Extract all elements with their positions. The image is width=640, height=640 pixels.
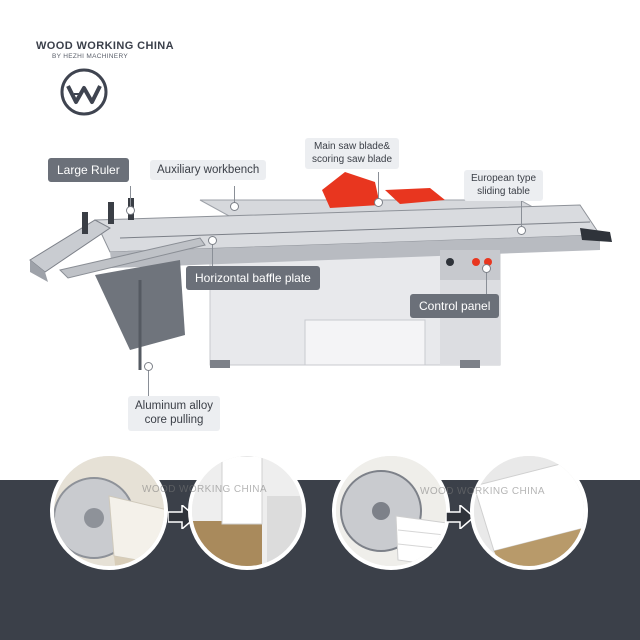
callout-control-panel: Control panel <box>410 294 500 318</box>
ww-logo-icon <box>56 64 112 120</box>
arrow-right-icon <box>445 503 476 534</box>
callout-main-saw-blade-line2: scoring saw blade <box>312 153 393 165</box>
marker-horizontal-baffle-plate[interactable] <box>208 236 217 245</box>
leader-european-sliding-table <box>521 196 522 226</box>
detail-saw-blade-cut <box>50 452 168 570</box>
detail-melamine-edge <box>470 452 588 570</box>
watermark-text: WOOD WORKING CHINA <box>142 484 267 495</box>
marker-main-saw-blade[interactable] <box>374 198 383 207</box>
leader-large-ruler <box>130 186 131 210</box>
detail-chipboard-edge <box>188 452 306 570</box>
leader-horizontal-baffle-plate <box>212 244 213 266</box>
callout-auxiliary-workbench: Auxiliary workbench <box>150 160 267 181</box>
callout-large-ruler: Large Ruler <box>48 158 129 182</box>
brand-name: WOOD WORKING CHINA <box>36 40 174 52</box>
marker-large-ruler[interactable] <box>126 206 135 215</box>
brand-subtitle: BY HEZHI MACHINERY <box>52 53 128 60</box>
callout-european-sliding-table: European type sliding table <box>464 170 544 201</box>
marker-auxiliary-workbench[interactable] <box>230 202 239 211</box>
callout-horizontal-baffle-plate: Horizontal baffle plate <box>186 266 320 290</box>
callout-european-sliding-table-line2: sliding table <box>477 185 530 197</box>
callout-aluminum-core: Aluminum alloy core pulling <box>128 396 220 431</box>
marker-european-sliding-table[interactable] <box>517 226 526 235</box>
sliding-table-saw-illustration <box>0 150 640 410</box>
leader-main-saw-blade <box>378 172 379 200</box>
marker-control-panel[interactable] <box>482 264 491 273</box>
leader-aluminum-core <box>148 368 149 396</box>
callout-main-saw-blade: Main saw blade& scoring saw blade <box>305 138 400 169</box>
watermark-text: WOOD WORKING CHINA <box>420 486 545 497</box>
callout-main-saw-blade-line1: Main saw blade& <box>313 141 391 152</box>
detail-saw-blade-cut-2 <box>332 452 450 570</box>
leader-auxiliary-workbench <box>234 186 235 206</box>
leader-control-panel <box>486 268 487 294</box>
marker-aluminum-core[interactable] <box>144 362 153 371</box>
callout-aluminum-core-line2: core pulling <box>144 414 204 427</box>
callout-aluminum-core-line1: Aluminum alloy <box>135 400 213 412</box>
callout-european-sliding-table-line1: European type <box>471 173 537 184</box>
